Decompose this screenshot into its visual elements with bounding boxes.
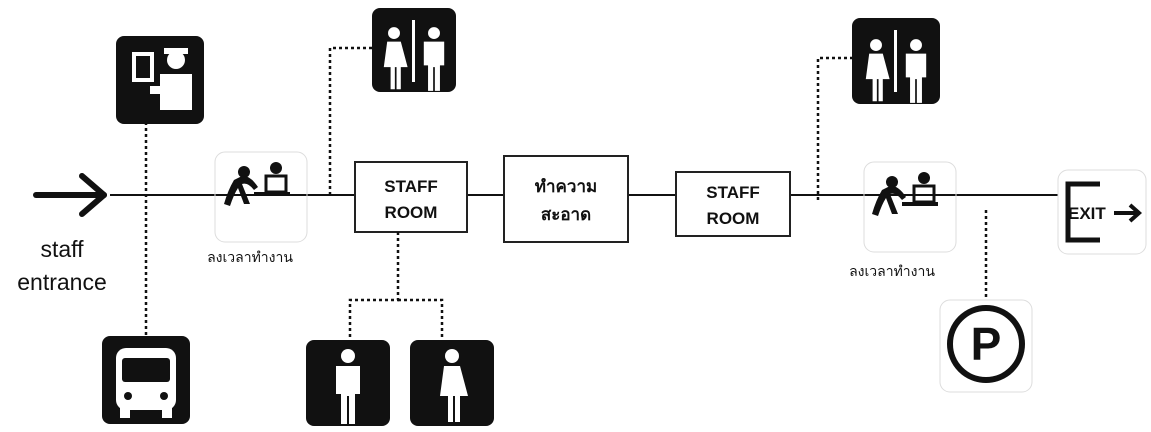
- restroom-top-left-connector: [328, 46, 372, 195]
- restroom-bottom-connector: [348, 232, 400, 340]
- male-restroom-icon: [306, 340, 390, 426]
- security-guard-icon: [116, 36, 204, 124]
- clock-in-icon: [222, 160, 292, 208]
- time-clock-label-1: ลงเวลาทำงาน: [207, 249, 293, 265]
- exit-icon: EXIT: [1057, 169, 1147, 255]
- cleaning-line2: สะอาด: [541, 205, 591, 224]
- female-restroom-icon: [410, 340, 494, 426]
- bus-icon: [102, 336, 190, 424]
- staff-entrance: staff entrance: [17, 173, 107, 295]
- exit-label: EXIT: [1068, 204, 1106, 223]
- cleaning-line1: ทำความ: [535, 177, 597, 196]
- staff-room-2-line2: ROOM: [707, 209, 760, 228]
- staff-room-1-line2: ROOM: [385, 203, 438, 222]
- entrance-label-line1: staff: [40, 236, 84, 262]
- arrow-right-icon: [33, 173, 107, 217]
- restroom-bottom-connector-right: [398, 298, 444, 340]
- parking-letter: P: [971, 318, 1002, 370]
- restroom-top-right-connector: [816, 56, 852, 200]
- parking-icon: P: [939, 299, 1033, 393]
- staff-room-box-2: STAFF ROOM: [675, 171, 791, 237]
- time-clock-label-2: ลงเวลาทำงาน: [849, 263, 935, 279]
- staff-room-2-line1: STAFF: [706, 183, 760, 202]
- time-clock-station-1: ลงเวลาทำงาน: [207, 151, 308, 265]
- restroom-icon: [372, 8, 456, 92]
- time-clock-station-2: ลงเวลาทำงาน: [849, 161, 957, 279]
- entrance-label-line2: entrance: [17, 269, 107, 295]
- restroom-icon: [852, 18, 940, 104]
- staff-room-1-line1: STAFF: [384, 177, 438, 196]
- staff-room-box-1: STAFF ROOM: [354, 161, 468, 233]
- cleaning-box: ทำความ สะอาด: [503, 155, 629, 243]
